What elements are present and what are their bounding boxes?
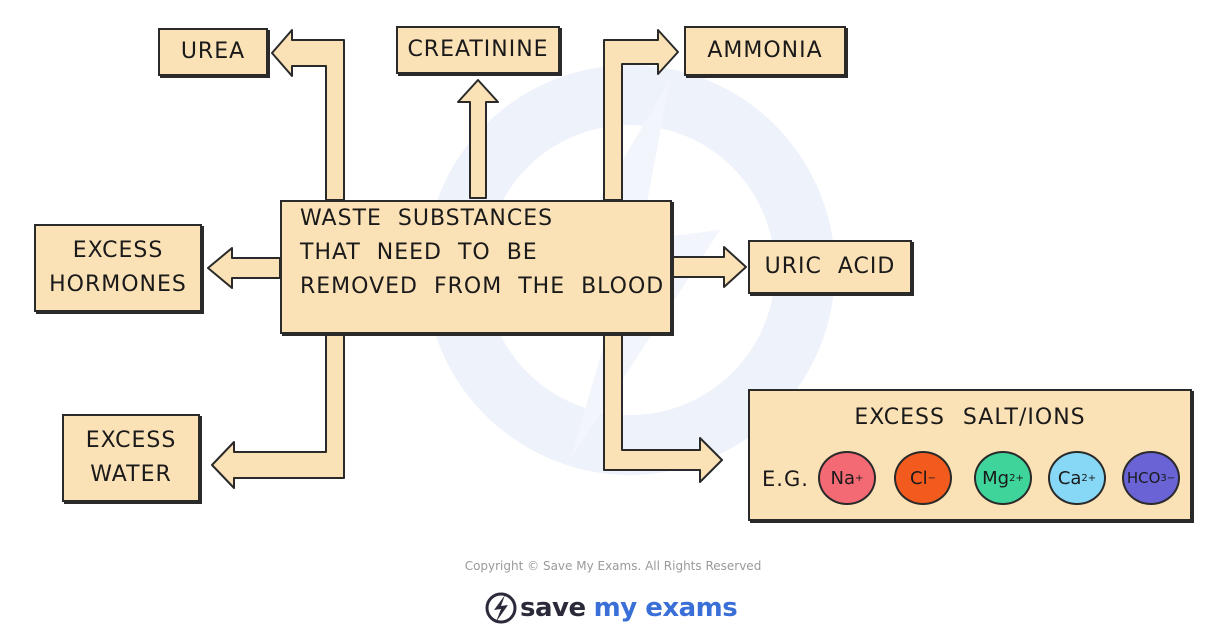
logo-word-myexams: my exams: [593, 593, 738, 623]
creatinine-box: CREATININE: [396, 26, 560, 74]
ion-chloride: Cl−: [894, 451, 952, 505]
urea-box: UREA: [158, 28, 268, 76]
lightning-bolt-icon: [485, 592, 517, 624]
waste-substances-box: WASTE SUBSTANCES THAT NEED TO BE REMOVED…: [280, 200, 672, 334]
water-label-line1: EXCESS: [85, 428, 177, 453]
ion-calcium-charge: 2+: [1081, 472, 1097, 484]
water-label-line2: WATER: [90, 462, 172, 487]
hormones-box: EXCESS HORMONES: [34, 224, 202, 312]
ion-bicarbonate-symbol: HCO: [1126, 469, 1161, 487]
center-line-3: REMOVED FROM THE BLOOD: [300, 274, 665, 299]
hormones-label-line1: EXCESS: [72, 238, 164, 263]
hormones-label-line2: HORMONES: [49, 272, 187, 297]
arrow-to-water: [211, 334, 345, 489]
arrow-to-urea: [271, 29, 345, 201]
logo-word-save: save: [520, 593, 586, 623]
creatinine-label: CREATININE: [407, 37, 549, 62]
ion-sodium: Na+: [818, 451, 876, 505]
ion-sodium-symbol: Na: [830, 467, 856, 489]
arrow-to-hormones: [207, 247, 281, 289]
ion-chloride-charge: −: [927, 472, 936, 484]
ion-sodium-charge: +: [855, 472, 864, 484]
salts-title: EXCESS SALT/IONS: [854, 405, 1086, 430]
arrow-to-creatinine: [457, 79, 499, 199]
ion-chloride-symbol: Cl: [910, 467, 928, 489]
center-line-1: WASTE SUBSTANCES: [300, 206, 554, 231]
ion-calcium-symbol: Ca: [1057, 467, 1082, 489]
uric-acid-label: URIC ACID: [764, 254, 896, 279]
eg-label: E.G.: [762, 467, 809, 491]
ammonia-box: AMMONIA: [684, 26, 846, 76]
center-line-2: THAT NEED TO BE: [300, 240, 538, 265]
urea-label: UREA: [180, 39, 246, 64]
copyright-text: Copyright © Save My Exams. All Rights Re…: [464, 559, 762, 573]
water-box: EXCESS WATER: [62, 414, 200, 502]
ion-magnesium-charge: 2+: [1009, 472, 1024, 484]
arrow-to-ammonia: [603, 29, 679, 201]
arrow-to-salts: [603, 334, 723, 483]
arrow-to-uric-acid: [671, 246, 747, 288]
ion-bicarbonate-charge: 3−: [1160, 472, 1176, 484]
ion-magnesium-symbol: Mg: [982, 467, 1010, 489]
uric-acid-box: URIC ACID: [748, 240, 912, 294]
ammonia-label: AMMONIA: [707, 38, 823, 63]
save-my-exams-logo: save my exams: [484, 590, 738, 626]
